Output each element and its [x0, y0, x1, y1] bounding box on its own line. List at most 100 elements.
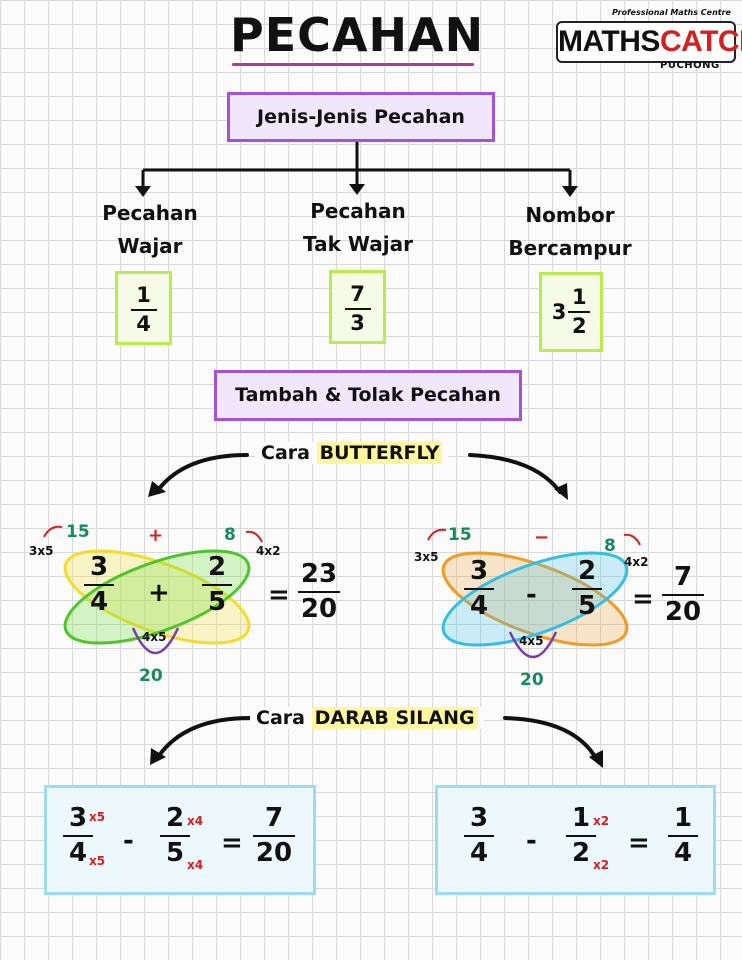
result-fraction: 1 4	[668, 804, 698, 867]
numerator: 1	[571, 803, 591, 833]
type-1-line1: Pecahan	[102, 201, 198, 225]
fraction-left: 3 4	[63, 804, 93, 867]
operator: +	[148, 578, 170, 608]
denominator: 4	[136, 312, 151, 337]
butterfly-caption: Cara BUTTERFLY	[255, 442, 449, 464]
top-right-label: 4x2	[624, 555, 649, 569]
logo-tagline: Professional Maths Centre	[612, 8, 731, 17]
fraction-right: 2 5	[572, 557, 602, 620]
bottom-label: 4x5	[142, 630, 167, 644]
denominator: 5	[165, 837, 185, 868]
denominator: 4	[68, 837, 88, 868]
fraction-bar	[572, 587, 602, 590]
equals-sign: =	[268, 580, 290, 610]
darab-silang-caption: Cara DARAB SILANG	[250, 707, 484, 729]
multiplier: x2	[593, 814, 610, 828]
type-2-fraction: 7 3	[344, 282, 371, 335]
type-2-label: Pecahan Tak Wajar	[272, 195, 444, 261]
top-left-label: 3x5	[29, 544, 54, 558]
denominator: 2	[572, 314, 587, 338]
multiplier: x4	[187, 814, 204, 828]
page-title: PECAHAN	[230, 8, 485, 62]
jenis-heading: Jenis-Jenis Pecahan	[227, 92, 495, 142]
bottom-label: 4x5	[519, 634, 544, 648]
numerator: 1	[572, 284, 587, 309]
numerator: 7	[350, 282, 365, 306]
fraction-left: 3 4	[464, 804, 494, 867]
numerator: 1	[136, 283, 151, 307]
type-3-line1: Nombor	[525, 203, 615, 227]
fraction-right: 2 5	[160, 804, 190, 867]
denominator: 4	[469, 590, 489, 621]
top-right-value: 8	[604, 536, 616, 556]
bottom-value: 20	[139, 666, 163, 686]
top-right-value: 8	[224, 525, 236, 545]
caption-prefix: Cara	[261, 442, 310, 464]
result-fraction: 23 20	[298, 560, 340, 623]
bottom-value: 20	[520, 670, 544, 690]
fraction-right: 2 5	[202, 553, 232, 616]
operator: -	[526, 580, 537, 610]
type-2-fraction-box: 7 3	[329, 270, 386, 344]
numerator: 2	[577, 556, 597, 586]
numerator: 23	[300, 559, 338, 589]
type-3-line2: Bercampur	[508, 236, 632, 260]
numerator: 3	[89, 552, 109, 582]
fraction-left: 3 4	[464, 557, 494, 620]
numerator: 3	[469, 803, 489, 833]
title-underline	[232, 63, 474, 66]
multiplier: x4	[187, 858, 204, 872]
logo-location: PUCHONG	[660, 60, 720, 71]
type-1-label: Pecahan Wajar	[70, 197, 230, 263]
denominator: 20	[664, 596, 702, 627]
denominator: 20	[255, 837, 293, 868]
top-left-label: 3x5	[414, 550, 439, 564]
whole-number: 3	[551, 300, 567, 324]
type-1-line2: Wajar	[117, 234, 183, 258]
fraction-bar	[298, 590, 340, 593]
top-left-value: 15	[448, 525, 472, 545]
fraction-bar	[568, 311, 591, 313]
top-right-label: 4x2	[256, 544, 281, 558]
equals-sign: =	[628, 828, 650, 858]
numerator: 2	[207, 552, 227, 582]
operator: -	[123, 826, 134, 856]
butterfly-2-ellipses	[441, 551, 629, 647]
darab-silang-example-2: 3 4 - 1 2 x2 x2 = 1 4	[435, 785, 716, 895]
fraction-bar	[63, 834, 93, 837]
logo-brand-left: MATHS	[558, 25, 660, 58]
type-3-fraction: 1 2	[568, 284, 591, 338]
denominator: 2	[571, 837, 591, 868]
fraction-bar	[668, 834, 698, 837]
fraction-bar	[464, 587, 494, 590]
type-2-line1: Pecahan	[310, 199, 406, 223]
denominator: 4	[89, 586, 109, 617]
caption-highlight: DARAB SILANG	[311, 707, 478, 729]
fraction-bar	[662, 593, 704, 596]
operator-top: −	[534, 527, 550, 548]
denominator: 4	[673, 837, 693, 868]
caption-highlight: BUTTERFLY	[316, 442, 443, 464]
numerator: 3	[469, 556, 489, 586]
type-3-label: Nombor Bercampur	[490, 199, 650, 265]
equals-sign: =	[632, 584, 654, 614]
denominator: 5	[207, 586, 227, 617]
butterfly-1-ellipses	[63, 549, 251, 645]
result-fraction: 7 20	[662, 563, 704, 626]
fraction-bar	[253, 834, 295, 837]
logo: MATHSCATCH	[556, 21, 742, 63]
logo-brand-right: CATCH	[659, 25, 742, 58]
fraction-bar	[202, 583, 232, 586]
numerator: 1	[673, 803, 693, 833]
fraction-bar	[160, 834, 190, 837]
caption-prefix: Cara	[256, 707, 305, 729]
fraction-right: 1 2	[566, 804, 596, 867]
type-1-fraction-box: 1 4	[115, 271, 172, 345]
fraction-bar	[84, 583, 114, 586]
type-1-fraction: 1 4	[130, 283, 157, 337]
fraction-left: 3 4	[84, 553, 114, 616]
multiplier: x5	[89, 854, 106, 868]
numerator: 7	[673, 562, 693, 592]
denominator: 4	[469, 837, 489, 868]
denominator: 20	[300, 593, 338, 624]
